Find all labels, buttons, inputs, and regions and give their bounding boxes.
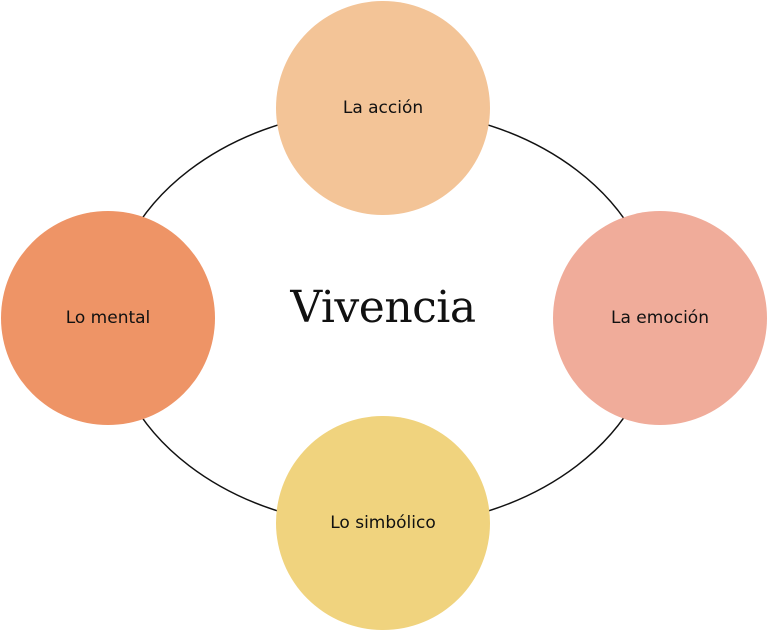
node-mental: Lo mental <box>1 211 215 425</box>
node-label: Lo mental <box>65 308 151 328</box>
node-accion: La acción <box>276 1 490 215</box>
node-emocion: La emoción <box>553 211 767 425</box>
node-label: La acción <box>342 98 424 118</box>
node-simbolico: Lo simbólico <box>276 416 490 630</box>
center-title: Vivencia <box>290 282 476 333</box>
node-label: Lo simbólico <box>330 513 436 533</box>
node-label: La emoción <box>611 308 709 328</box>
